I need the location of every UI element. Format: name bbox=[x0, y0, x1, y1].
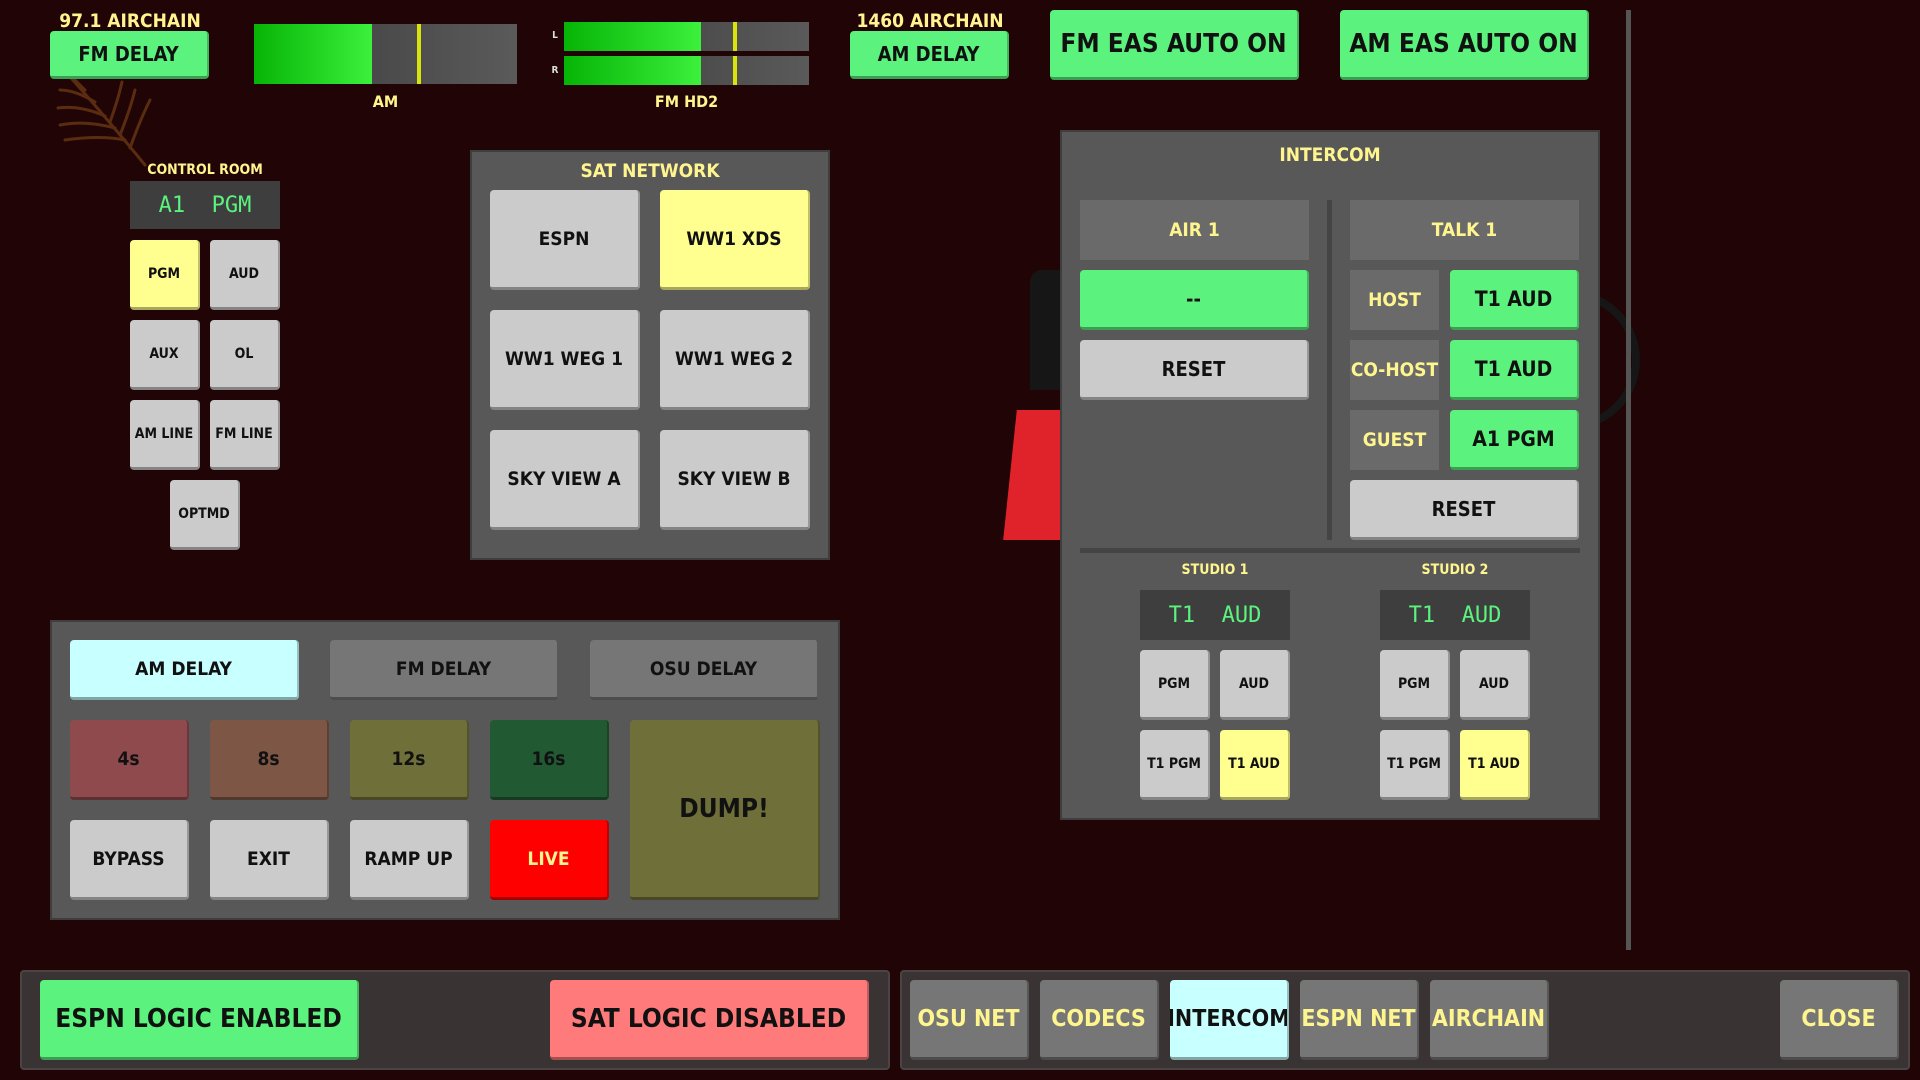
fm-meter-left bbox=[564, 22, 809, 51]
control-room-aud-button[interactable]: AUD bbox=[210, 240, 280, 310]
studio2-t1-pgm-button[interactable]: T1 PGM bbox=[1380, 730, 1450, 800]
control-room-pgm-button[interactable]: PGM bbox=[130, 240, 200, 310]
footer-tab-intercom[interactable]: INTERCOM bbox=[1170, 980, 1289, 1060]
fm-airchain-label: 97.1 AIRCHAIN bbox=[59, 10, 201, 32]
studio1-display: T1 AUD bbox=[1140, 590, 1290, 640]
control-room-display: A1 PGM bbox=[130, 181, 280, 229]
exit-button[interactable]: EXIT bbox=[210, 820, 329, 900]
fm-eas-button[interactable]: FM EAS AUTO ON bbox=[1050, 10, 1299, 80]
talk1-guest-value-button[interactable]: A1 PGM bbox=[1450, 410, 1579, 470]
control-room-title: CONTROL ROOM bbox=[147, 162, 263, 178]
talk1-host-label: HOST bbox=[1350, 270, 1439, 330]
am-meter-peak bbox=[417, 24, 422, 84]
studio1-aud-button[interactable]: AUD bbox=[1220, 650, 1290, 720]
intercom-title: INTERCOM bbox=[1279, 144, 1381, 166]
footer-tab-espn-net[interactable]: ESPN NET bbox=[1300, 980, 1419, 1060]
fm-meter-right bbox=[564, 56, 809, 85]
fm-meter-left-fill bbox=[564, 22, 702, 51]
am-airchain-label: 1460 AIRCHAIN bbox=[856, 10, 1004, 32]
espn-logic-button[interactable]: ESPN LOGIC ENABLED bbox=[40, 980, 359, 1060]
live-button[interactable]: LIVE bbox=[490, 820, 609, 900]
talk1-co-host-label: CO-HOST bbox=[1350, 340, 1439, 400]
am-meter-fill bbox=[254, 24, 373, 84]
studio1-title: STUDIO 1 bbox=[1181, 562, 1249, 578]
talk1-host-value-button[interactable]: T1 AUD bbox=[1450, 270, 1579, 330]
studio2-display: T1 AUD bbox=[1380, 590, 1530, 640]
ramp-up-button[interactable]: RAMP UP bbox=[350, 820, 469, 900]
sat-sky-view-a-button[interactable]: SKY VIEW A bbox=[490, 430, 640, 530]
studio1-t1-pgm-button[interactable]: T1 PGM bbox=[1140, 730, 1210, 800]
sat-espn-button[interactable]: ESPN bbox=[490, 190, 640, 290]
studio2-t1-aud-button[interactable]: T1 AUD bbox=[1460, 730, 1530, 800]
tab-osu-delay[interactable]: OSU DELAY bbox=[590, 640, 819, 700]
studio2-aud-button[interactable]: AUD bbox=[1460, 650, 1530, 720]
footer-tab-airchain[interactable]: AIRCHAIN bbox=[1430, 980, 1549, 1060]
intercom-horizontal-divider bbox=[1080, 548, 1580, 553]
control-room-ol-button[interactable]: OL bbox=[210, 320, 280, 390]
tab-fm-delay[interactable]: FM DELAY bbox=[330, 640, 559, 700]
sat-sky-view-b-button[interactable]: SKY VIEW B bbox=[660, 430, 810, 530]
delay-4s-button[interactable]: 4s bbox=[70, 720, 189, 800]
sat-ww1-weg-1-button[interactable]: WW1 WEG 1 bbox=[490, 310, 640, 410]
control-room-am-line-button[interactable]: AM LINE bbox=[130, 400, 200, 470]
close-button[interactable]: CLOSE bbox=[1780, 980, 1899, 1060]
control-room-optmd-button[interactable]: OPTMD bbox=[170, 480, 240, 550]
am-delay-button[interactable]: AM DELAY bbox=[850, 31, 1009, 79]
tab-am-delay[interactable]: AM DELAY bbox=[70, 640, 299, 700]
studio2-pgm-button[interactable]: PGM bbox=[1380, 650, 1450, 720]
talk1-guest-label: GUEST bbox=[1350, 410, 1439, 470]
footer-tab-codecs[interactable]: CODECS bbox=[1040, 980, 1159, 1060]
fm-meter-left-peak bbox=[733, 22, 738, 51]
studio1-pgm-button[interactable]: PGM bbox=[1140, 650, 1210, 720]
bypass-button[interactable]: BYPASS bbox=[70, 820, 189, 900]
am-meter bbox=[254, 24, 517, 84]
am-eas-button[interactable]: AM EAS AUTO ON bbox=[1340, 10, 1589, 80]
control-room-aux-button[interactable]: AUX bbox=[130, 320, 200, 390]
sat-network-title: SAT NETWORK bbox=[580, 160, 720, 182]
fm-delay-button[interactable]: FM DELAY bbox=[50, 31, 209, 79]
fm-meter-l-label: L bbox=[552, 30, 558, 41]
talk1-reset-button[interactable]: RESET bbox=[1350, 480, 1579, 540]
delay-12s-button[interactable]: 12s bbox=[350, 720, 469, 800]
studio1-t1-aud-button[interactable]: T1 AUD bbox=[1220, 730, 1290, 800]
control-room-fm-line-button[interactable]: FM LINE bbox=[210, 400, 280, 470]
fm-meter-r-label: R bbox=[551, 65, 559, 76]
air1-reset-button[interactable]: RESET bbox=[1080, 340, 1309, 400]
air1-header: AIR 1 bbox=[1080, 200, 1309, 260]
delay-16s-button[interactable]: 16s bbox=[490, 720, 609, 800]
air1-value-button[interactable]: -- bbox=[1080, 270, 1309, 330]
sat-ww1-xds-button[interactable]: WW1 XDS bbox=[660, 190, 810, 290]
talk1-header: TALK 1 bbox=[1350, 200, 1579, 260]
sat-ww1-weg-2-button[interactable]: WW1 WEG 2 bbox=[660, 310, 810, 410]
studio2-title: STUDIO 2 bbox=[1421, 562, 1489, 578]
fm-hd2-meter-label: FM HD2 bbox=[654, 92, 719, 111]
delay-8s-button[interactable]: 8s bbox=[210, 720, 329, 800]
fm-meter-right-fill bbox=[564, 56, 702, 85]
sat-logic-button[interactable]: SAT LOGIC DISABLED bbox=[550, 980, 869, 1060]
dump-button[interactable]: DUMP! bbox=[630, 720, 820, 900]
intercom-vertical-divider bbox=[1327, 200, 1332, 540]
footer-tab-osu-net[interactable]: OSU NET bbox=[910, 980, 1029, 1060]
vertical-divider bbox=[1626, 10, 1631, 950]
am-meter-label: AM bbox=[372, 92, 399, 111]
talk1-co-host-value-button[interactable]: T1 AUD bbox=[1450, 340, 1579, 400]
fm-meter-right-peak bbox=[733, 56, 738, 85]
